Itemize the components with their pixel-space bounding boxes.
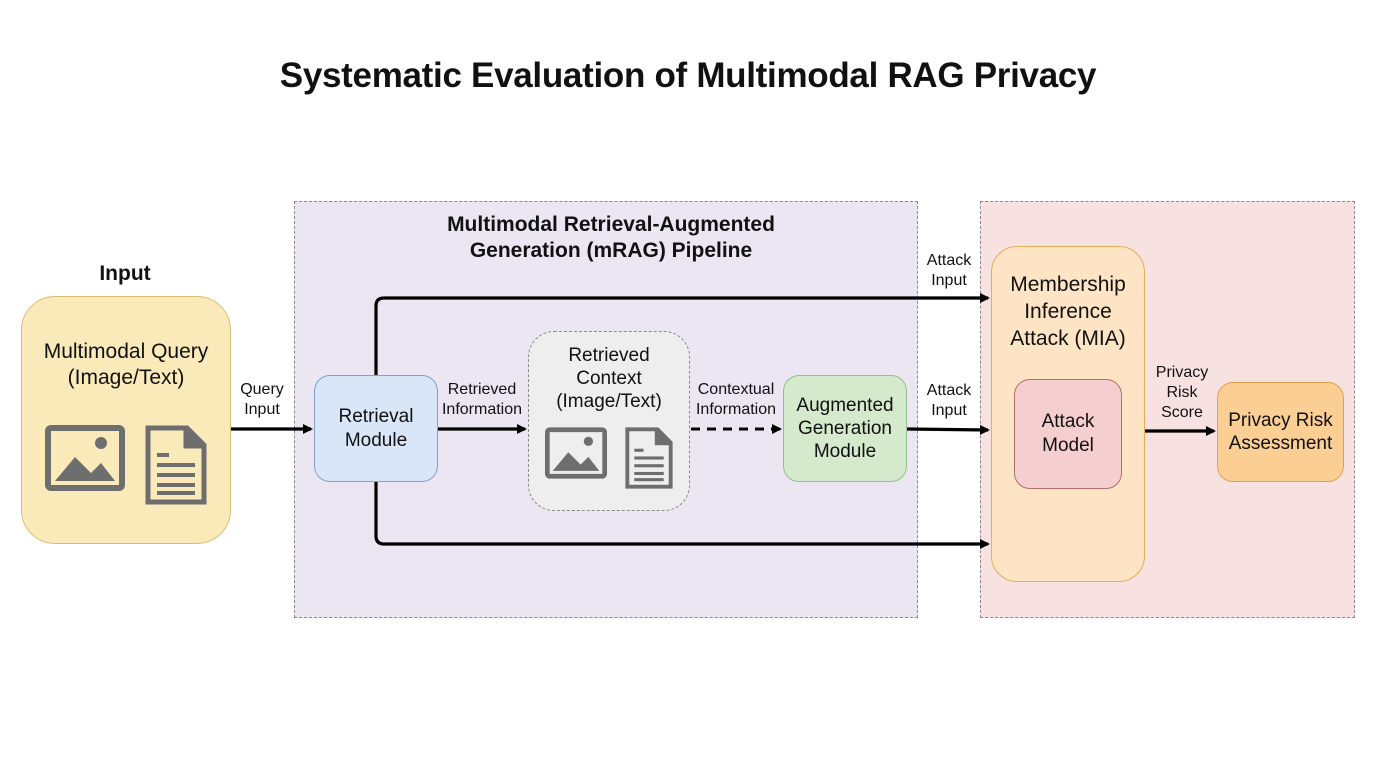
label-query-input-line2: Input: [244, 401, 280, 418]
label-retrieved-information: Retrieved Information: [438, 380, 526, 420]
retrieval-module-line2: Module: [344, 429, 408, 451]
label-attack-input-middle-line1: Attack: [926, 382, 972, 399]
multimodal-query-line2: (Image/Text): [67, 366, 185, 389]
pipeline-title: Multimodal Retrieval-Augmented Generatio…: [294, 212, 928, 264]
edge-attack-input-middle: [906, 424, 990, 435]
retrieved-context-line1: Retrieved: [568, 345, 650, 366]
pipeline-title-line2: Generation (mRAG) Pipeline: [469, 239, 753, 262]
augmented-generation-line3: Module: [813, 441, 877, 462]
edge-attack-input-bottom: [374, 482, 990, 549]
image-icon: [45, 425, 125, 491]
label-contextual-information-line1: Contextual: [697, 381, 775, 398]
diagram-title: Systematic Evaluation of Multimodal RAG …: [279, 56, 1097, 95]
mia-line1: Membership: [1010, 273, 1126, 296]
attack-model-line1: Attack: [1041, 411, 1095, 432]
label-query-input: Query Input: [232, 380, 292, 420]
image-icon: [545, 427, 607, 479]
document-icon: [625, 427, 673, 489]
document-icon: [145, 425, 207, 505]
label-privacy-risk-score: Privacy Risk Score: [1148, 363, 1216, 423]
multimodal-query-box: Multimodal Query (Image/Text): [21, 296, 231, 544]
input-section-label: Input: [99, 262, 151, 285]
privacy-risk-line2: Assessment: [1228, 433, 1333, 454]
retrieved-context-line2: Context: [576, 368, 642, 389]
label-privacy-risk-score-line2: Risk: [1166, 384, 1198, 401]
mia-line3: Attack (MIA): [1010, 327, 1126, 350]
pipeline-title-line1: Multimodal Retrieval-Augmented: [447, 213, 775, 236]
label-attack-input-middle: Attack Input: [919, 381, 979, 421]
label-attack-input-top: Attack Input: [919, 251, 979, 291]
label-contextual-information-line2: Information: [695, 401, 777, 418]
label-attack-input-top-line1: Attack: [926, 252, 972, 269]
attack-model-line2: Model: [1042, 435, 1094, 456]
privacy-risk-line1: Privacy Risk: [1228, 410, 1333, 431]
label-contextual-information: Contextual Information: [690, 380, 782, 420]
mia-line2: Inference: [1024, 300, 1112, 323]
retrieval-module: Retrieval Module: [314, 375, 438, 482]
retrieved-context-line3: (Image/Text): [556, 391, 662, 412]
label-query-input-line1: Query: [240, 381, 284, 398]
label-privacy-risk-score-line3: Score: [1161, 404, 1203, 421]
edge-attack-input-top: [374, 293, 990, 375]
augmented-generation-line2: Generation: [797, 418, 892, 439]
augmented-generation-module: Augmented Generation Module: [783, 375, 907, 482]
label-attack-input-top-line2: Input: [931, 272, 967, 289]
attack-model-box: Attack Model: [1014, 379, 1122, 489]
retrieved-context-box: Retrieved Context (Image/Text): [528, 331, 690, 511]
augmented-generation-line1: Augmented: [796, 395, 894, 416]
label-retrieved-information-line2: Information: [441, 401, 523, 418]
multimodal-query-line1: Multimodal Query: [43, 340, 209, 363]
retrieval-module-line1: Retrieval: [338, 405, 414, 427]
privacy-risk-assessment-box: Privacy Risk Assessment: [1217, 382, 1344, 482]
label-retrieved-information-line1: Retrieved: [447, 381, 517, 398]
label-attack-input-middle-line2: Input: [931, 402, 967, 419]
label-privacy-risk-score-line1: Privacy: [1155, 364, 1209, 381]
